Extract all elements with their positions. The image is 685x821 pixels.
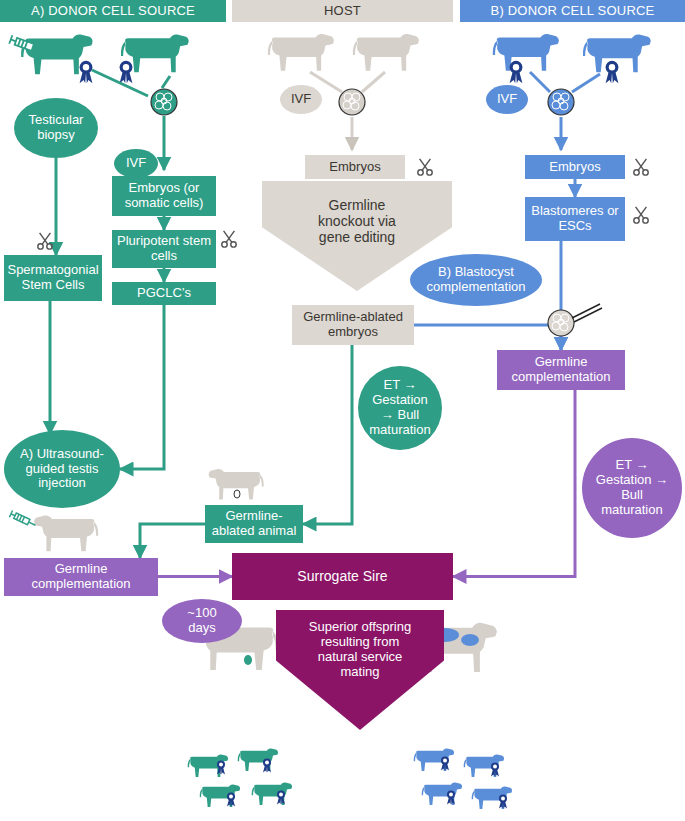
node-text: B) Blastocyst complementation: [420, 265, 532, 295]
ribbon-icon: [510, 61, 523, 83]
blastocyst-icon: [548, 310, 574, 336]
scissors-icon: [38, 233, 52, 249]
node-text: Germline-ablated embryos: [297, 310, 409, 340]
ribbon-icon: [263, 759, 271, 773]
scissors-icon: [418, 159, 432, 175]
result-arrow: Superior offspring resulting from natura…: [276, 610, 444, 730]
node-text: Germline complementation: [502, 355, 620, 385]
embryo-icon: [151, 89, 177, 115]
node-text: IVF: [291, 92, 311, 107]
node-text: Pluripotent stem cells: [117, 234, 211, 264]
ribbon-icon: [606, 61, 619, 83]
callout-bubble: ~100 days: [162, 599, 242, 643]
callout-bubble: IVF: [280, 85, 322, 114]
embryo-icon: [339, 89, 365, 115]
ribbon-icon: [499, 795, 507, 809]
node-text: IVF: [497, 92, 517, 107]
node-text: PGCLC’s: [137, 286, 191, 301]
node-text: HOST: [324, 4, 361, 19]
node-text: Germline knockout via gene editing: [302, 197, 412, 245]
scissors-icon: [222, 231, 236, 247]
node-text: Germline-ablated animal: [210, 509, 298, 539]
node-text: B) DONOR CELL SOURCE: [491, 4, 655, 19]
node-text: Superior offspring resulting from natura…: [306, 620, 414, 680]
syringe-icon: [9, 510, 37, 528]
micropipette: [572, 304, 602, 322]
flow-connector: [140, 524, 205, 558]
flow-connector: [120, 305, 164, 469]
node-text: Embryos: [329, 160, 380, 175]
callout-bubble: Testicular biopsy: [14, 98, 98, 158]
process-box: Germline complementation: [497, 350, 625, 390]
flow-connector: [163, 268, 166, 282]
callout-bubble: A) Ultrasound-guided testis injection: [4, 430, 120, 508]
flow-connector: [414, 325, 561, 350]
ribbon-icon: [217, 761, 225, 775]
flow-connector: [453, 390, 575, 577]
node-text: Embryos (or somatic cells): [117, 181, 211, 211]
ribbon-icon: [491, 763, 499, 777]
testis-mark: [234, 490, 240, 498]
scissors-icon: [634, 207, 648, 223]
callout-bubble: IVF: [114, 149, 158, 178]
node-text: Testicular biopsy: [24, 113, 88, 143]
ribbon-icon: [227, 793, 235, 807]
node-text: Embryos: [549, 160, 600, 175]
process-box: Pluripotent stem cells: [112, 230, 216, 268]
process-box: Embryos: [305, 155, 405, 179]
process-box: Germline-ablated animal: [205, 505, 303, 543]
ribbon-icon: [80, 61, 93, 83]
offspring-a: [188, 748, 292, 807]
syringe-icon: [9, 35, 43, 55]
node-text: ET → Gestation → Bull maturation: [368, 378, 432, 438]
callout-bubble: IVF: [486, 85, 528, 114]
section-header: HOST: [232, 0, 453, 22]
section-header: A) DONOR CELL SOURCE: [0, 0, 226, 22]
ribbon-icon: [441, 757, 449, 771]
ribbon-icon: [447, 791, 455, 805]
blue-lines: [530, 72, 600, 150]
host-cows: [268, 34, 419, 71]
step-circle: ET → Gestation → Bull maturation: [358, 366, 442, 450]
flow-connector: [303, 345, 352, 524]
flow-connector: [55, 158, 58, 255]
callout-bubble: B) Blastocyst complementation: [410, 254, 542, 306]
process-box: Embryos: [525, 155, 625, 179]
node-text: ET → Gestation → Bull maturation: [592, 458, 672, 518]
injected-cow: [34, 515, 98, 551]
ribbon-icon: [120, 61, 133, 83]
flow-connector: [49, 301, 52, 434]
embryo-icon: [548, 89, 574, 115]
result-box: Surrogate Sire: [232, 553, 453, 600]
host-lines: [310, 72, 385, 150]
node-text: Surrogate Sire: [297, 568, 387, 584]
ribbon-icon: [277, 791, 285, 805]
flow-connector: [158, 575, 232, 578]
node-text: ~100 days: [172, 606, 232, 636]
node-text: IVF: [126, 156, 146, 171]
testis-mark: [244, 655, 252, 665]
process-box: Blastomeres or ESCs: [525, 197, 625, 241]
section-header: B) DONOR CELL SOURCE: [460, 0, 685, 22]
process-box: Germline complementation: [4, 558, 158, 596]
flow-connector: [163, 216, 166, 230]
donor-cows-a: [21, 34, 189, 74]
process-box: Embryos (or somatic cells): [112, 176, 216, 216]
step-circle: ET → Gestation → Bull maturation: [582, 438, 682, 538]
process-box: Spermatogonial Stem Cells: [4, 255, 102, 301]
node-text: Blastomeres or ESCs: [530, 204, 620, 234]
node-text: Germline complementation: [9, 562, 153, 592]
flow-connector: [574, 179, 577, 197]
scissors-icon: [634, 159, 648, 175]
offspring-b: [414, 748, 512, 809]
node-text: A) DONOR CELL SOURCE: [31, 4, 195, 19]
ablated-cow: [209, 469, 264, 500]
process-box: PGCLC’s: [112, 282, 216, 305]
node-text: A) Ultrasound-guided testis injection: [14, 447, 110, 492]
process-box: Germline-ablated embryos: [292, 305, 414, 345]
node-text: Spermatogonial Stem Cells: [7, 263, 98, 293]
